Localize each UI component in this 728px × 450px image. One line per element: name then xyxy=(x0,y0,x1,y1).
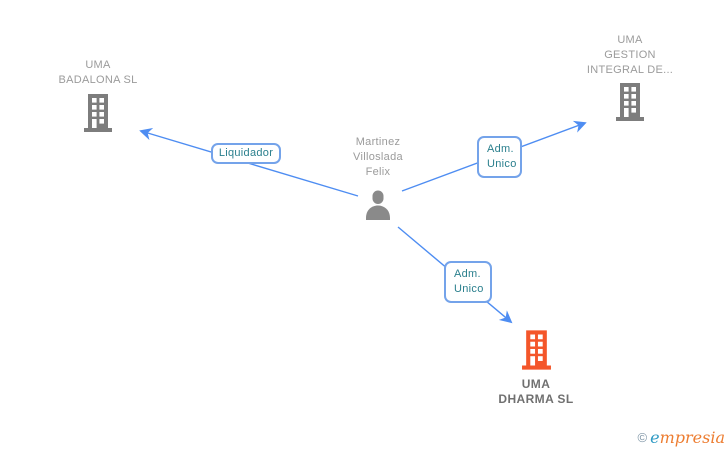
company-name-line: UMA xyxy=(617,34,643,46)
relationship-label-liquidador: Liquidador xyxy=(211,143,281,164)
building-icon xyxy=(83,94,113,132)
person-name-line: Felix xyxy=(365,166,391,178)
relationship-label-line: Adm. xyxy=(454,268,481,280)
building-icon xyxy=(615,83,645,121)
company-name-line: BADALONA SL xyxy=(58,74,138,86)
person-name-line: Martinez xyxy=(355,136,401,148)
relationship-label-line: Unico xyxy=(487,158,517,170)
company-name-line: UMA xyxy=(85,59,111,71)
company-name-line: INTEGRAL DE... xyxy=(586,64,674,76)
company-node-uma-dharma-sl[interactable]: UMA DHARMA SL xyxy=(476,330,596,407)
person-icon xyxy=(362,189,394,221)
building-icon-highlighted xyxy=(521,330,552,370)
company-name-line: DHARMA SL xyxy=(498,392,574,406)
relationship-label-adm-unico-2: Adm. Unico xyxy=(444,261,492,303)
person-node-martinez-villoslada-felix[interactable]: Martinez Villoslada Felix xyxy=(318,135,438,221)
relationship-label-line: Adm. xyxy=(487,143,514,155)
company-node-uma-gestion-integral[interactable]: UMA GESTION INTEGRAL DE... xyxy=(570,33,690,121)
person-name-line: Villoslada xyxy=(353,151,403,163)
company-name-line: UMA xyxy=(521,377,551,391)
empresia-watermark: ©empresia xyxy=(638,428,725,447)
brand-logo-first-letter: e xyxy=(650,428,660,447)
copyright-icon: © xyxy=(637,430,648,445)
relationship-label-line: Unico xyxy=(454,283,484,295)
company-node-uma-badalona-sl[interactable]: UMA BADALONA SL xyxy=(38,58,158,132)
brand-logo-text: mpresia xyxy=(659,428,725,447)
relationship-label-adm-unico-1: Adm. Unico xyxy=(477,136,522,178)
company-name-line: GESTION xyxy=(604,49,656,61)
